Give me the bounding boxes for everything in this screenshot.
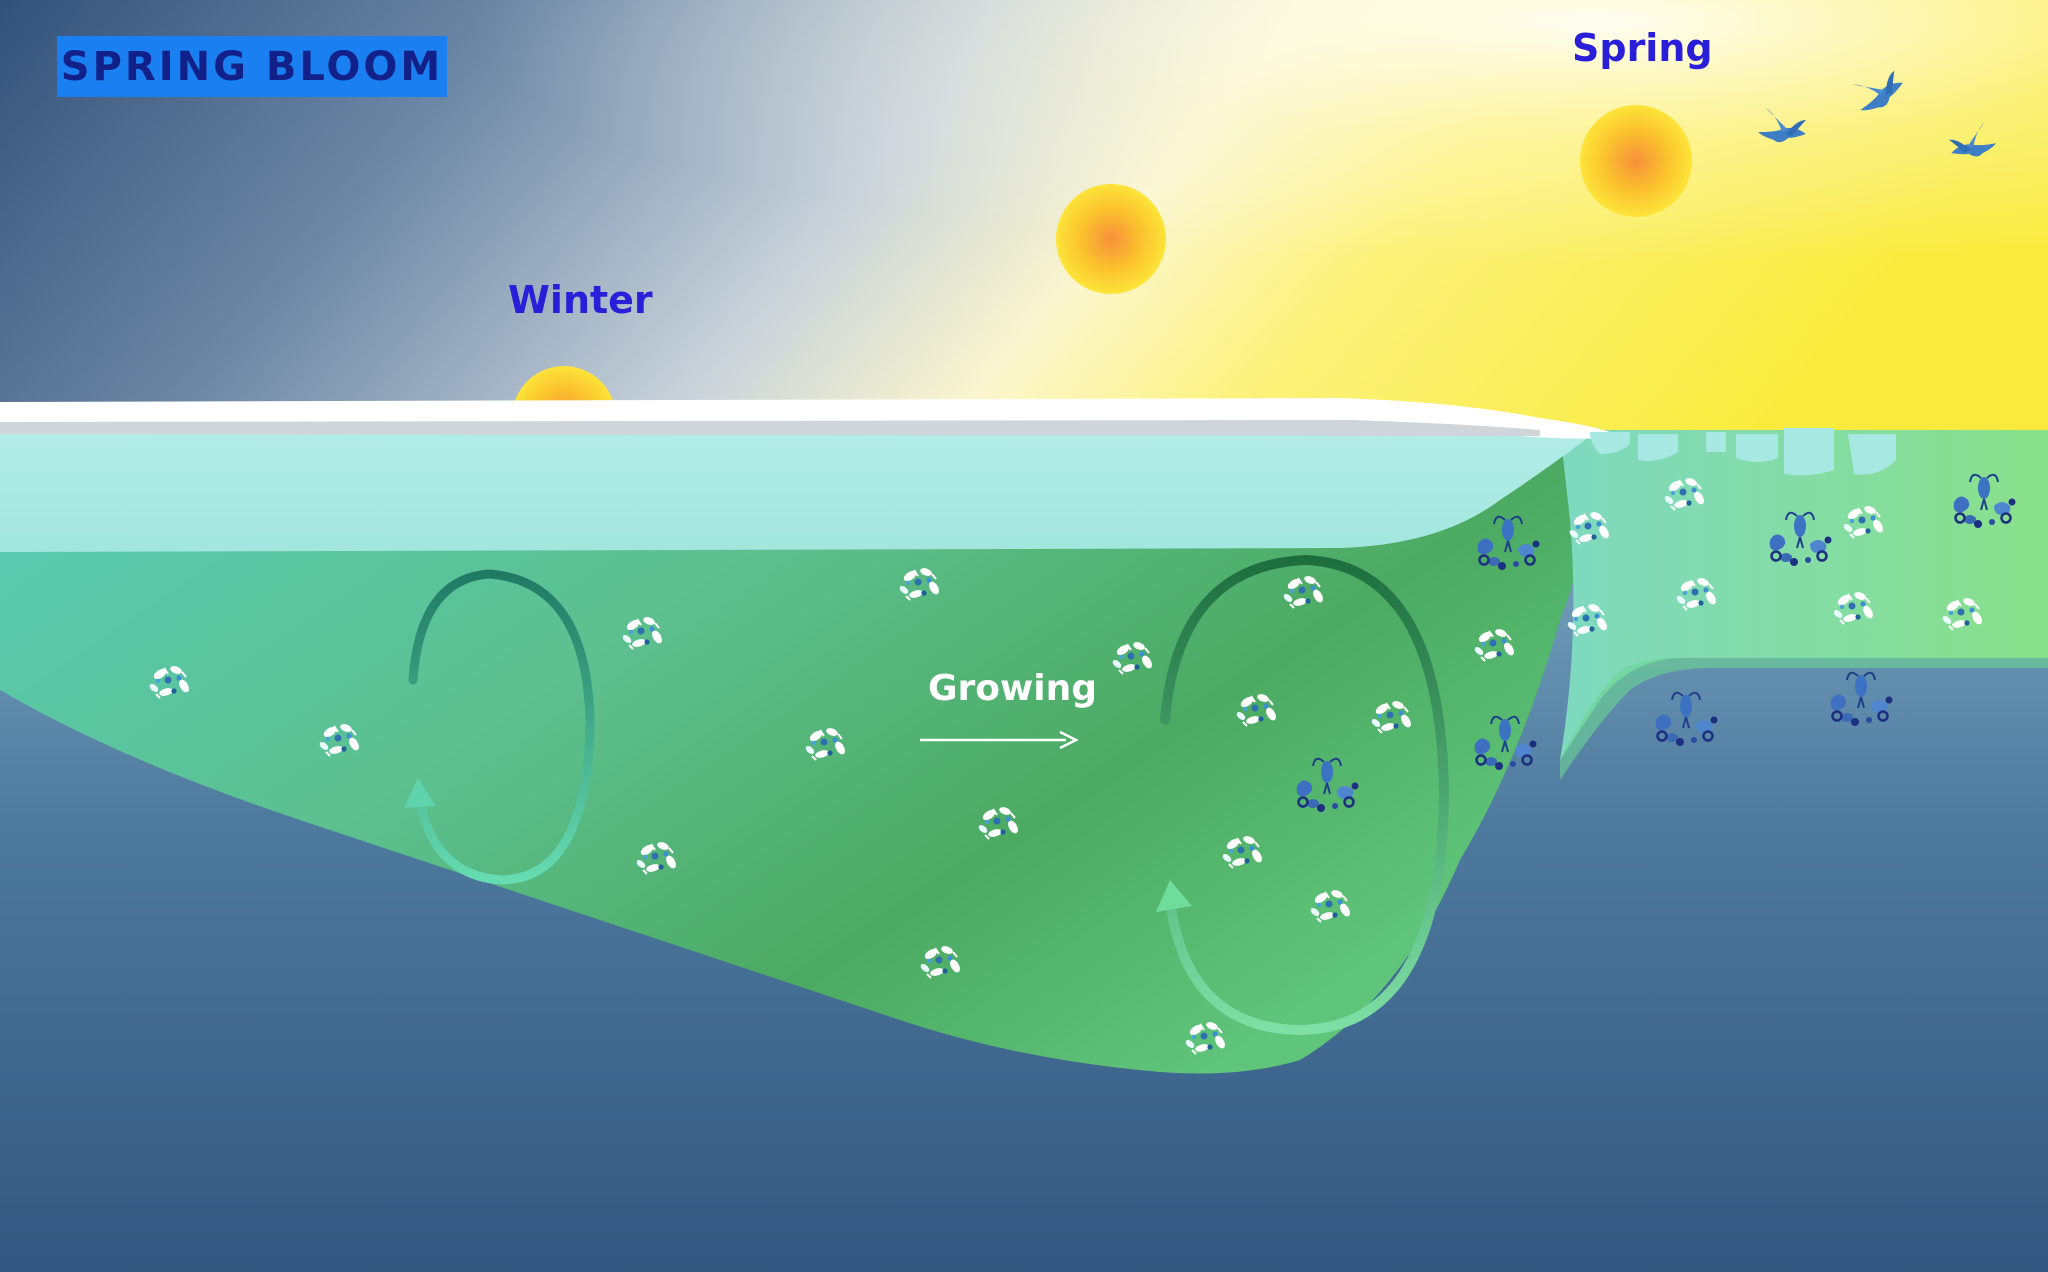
growing-label: Growing bbox=[928, 668, 1098, 709]
right-circulation-arrow-icon bbox=[1156, 554, 1450, 1036]
meltwater-layer bbox=[0, 428, 1600, 552]
winter-label: Winter bbox=[508, 278, 653, 322]
midseason-sun-icon bbox=[1056, 184, 1166, 294]
ice-floes bbox=[1590, 428, 1896, 476]
growing-arrow-icon bbox=[920, 730, 1079, 750]
bloom-water bbox=[0, 430, 1587, 1074]
spring-sun-icon bbox=[1580, 105, 1692, 217]
spring-surface-bloom bbox=[1560, 430, 2048, 760]
sea-ice-underside bbox=[0, 420, 1540, 436]
spring-label: Spring bbox=[1572, 26, 1713, 70]
left-circulation-arrow-icon bbox=[404, 569, 595, 885]
diagram-title: SPRING BLOOM bbox=[57, 36, 447, 97]
